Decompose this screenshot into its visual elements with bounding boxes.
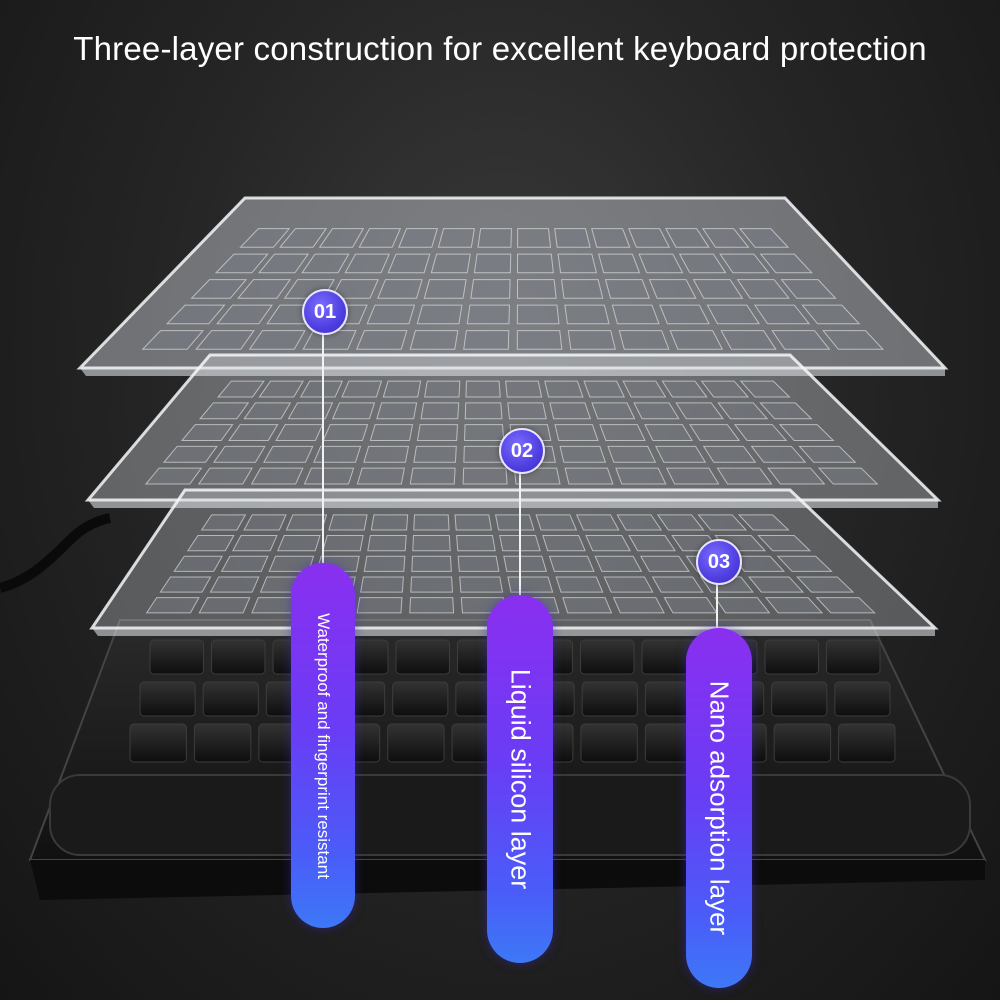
key — [826, 639, 881, 675]
key — [139, 681, 196, 717]
protective-layer-1 — [76, 196, 949, 376]
cable — [0, 513, 112, 593]
layer-1-number-badge: 01 — [302, 289, 348, 335]
key — [838, 723, 896, 763]
layer-2-number-badge: 02 — [499, 428, 545, 474]
key — [580, 723, 638, 763]
layer-2-label-pill: Liquid silicon layer — [487, 595, 553, 963]
key — [773, 723, 832, 763]
protective-layers — [76, 196, 949, 636]
layer-2-label: Liquid silicon layer — [505, 668, 536, 890]
key — [211, 639, 266, 675]
key — [129, 723, 187, 763]
layer-1-label-pill: Waterproof and fingerprint resistant — [291, 563, 355, 928]
connector-lines — [322, 330, 718, 630]
key — [580, 639, 635, 675]
key — [395, 639, 450, 675]
key — [834, 681, 891, 717]
key — [771, 681, 828, 717]
key — [149, 639, 204, 675]
layer-1-label: Waterproof and fingerprint resistant — [314, 612, 333, 879]
key — [387, 723, 445, 763]
key — [392, 681, 449, 717]
key — [581, 681, 638, 717]
headline: Three-layer construction for excellent k… — [73, 30, 927, 67]
key — [193, 723, 252, 763]
layer-3-number-badge: 03 — [696, 539, 742, 585]
key — [764, 639, 819, 675]
key — [202, 681, 259, 717]
layer-3-label: Nano adsorption layer — [704, 680, 735, 936]
layer-3-label-pill: Nano adsorption layer — [686, 628, 752, 988]
protective-layer-2 — [84, 353, 942, 508]
